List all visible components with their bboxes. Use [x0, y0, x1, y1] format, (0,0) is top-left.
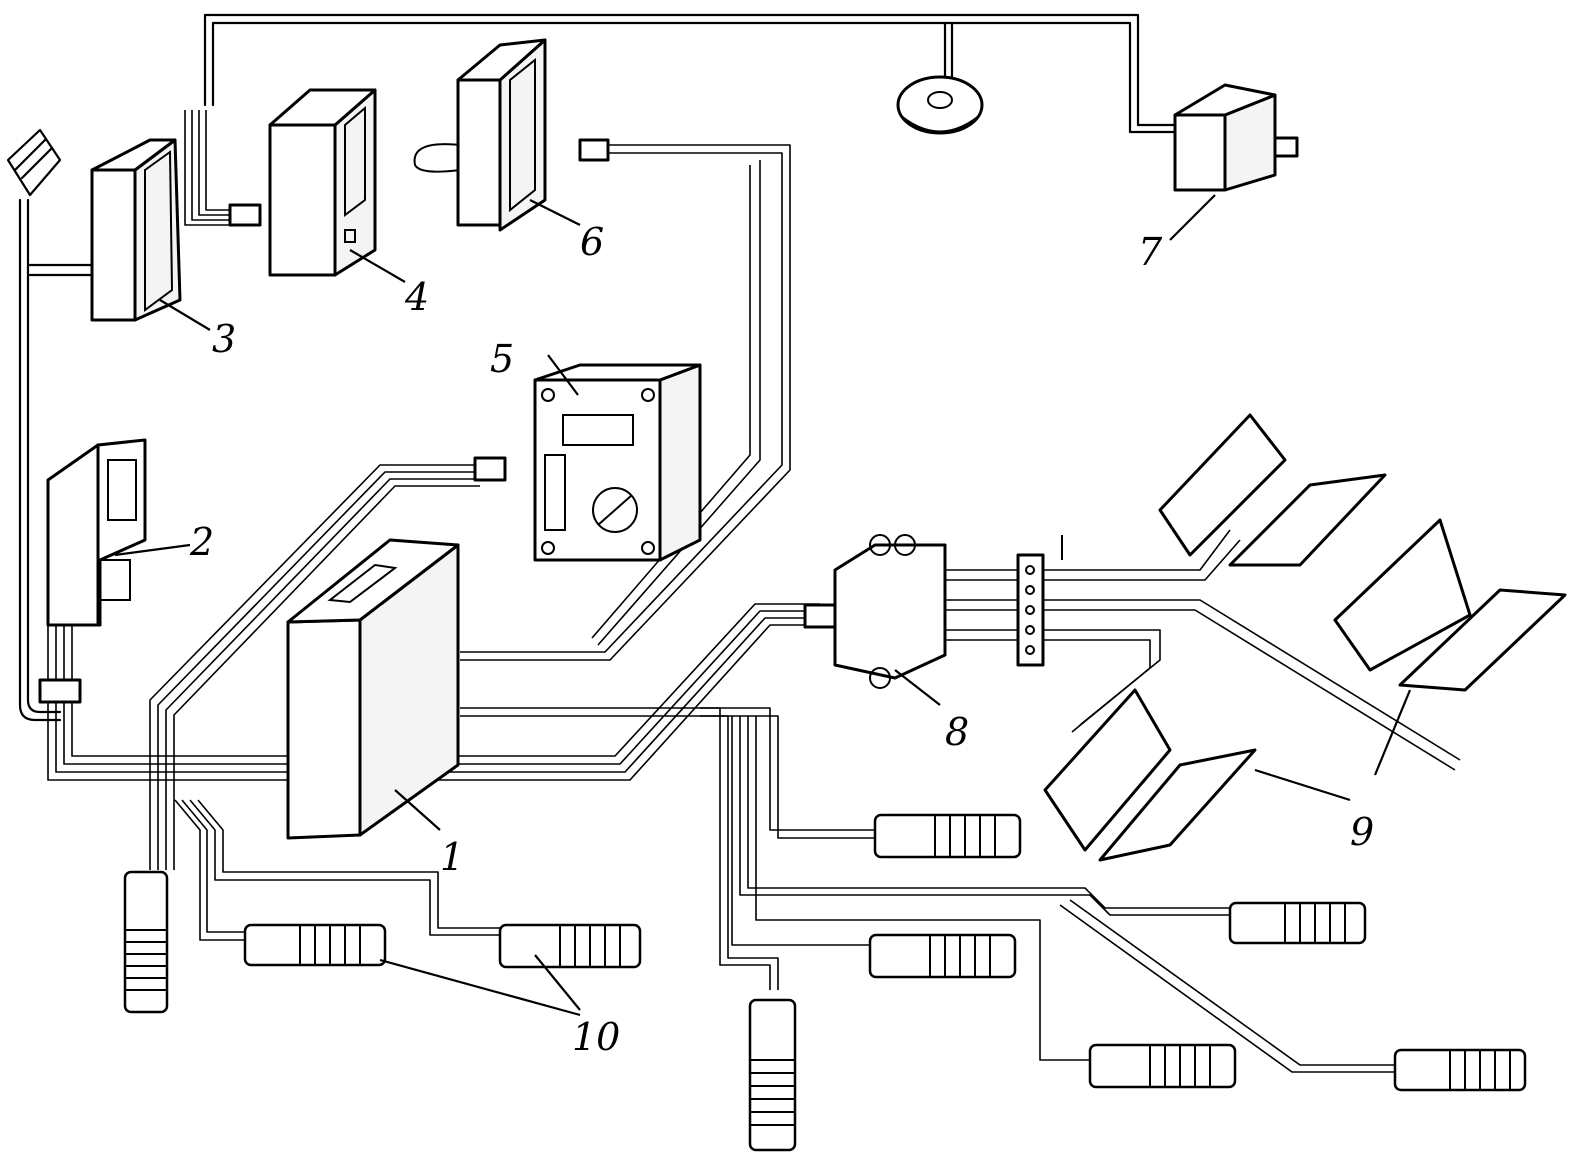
- label-2: 2: [189, 520, 214, 564]
- coil-horizontal-7: [1393, 1048, 1527, 1092]
- label-8: 8: [945, 710, 969, 754]
- coil-vertical-left: [123, 870, 169, 1014]
- unit-8-junction-box: [803, 534, 1063, 689]
- unit-1-main-box: [286, 538, 460, 840]
- label-9: 9: [1350, 810, 1374, 854]
- plate-pair-top: [1158, 413, 1387, 567]
- plate-pair-bottom: [1043, 688, 1257, 862]
- label-3: 3: [212, 317, 236, 361]
- unit-2-box: [38, 438, 147, 704]
- label-10: 10: [572, 1015, 620, 1059]
- label-6: 6: [580, 220, 604, 264]
- label-7: 7: [1138, 230, 1163, 274]
- plate-pair-middle: [1333, 518, 1567, 692]
- unit-7-box: [1173, 83, 1299, 192]
- disk-component: [896, 75, 984, 135]
- top-left-connector: [6, 128, 62, 197]
- label-4: 4: [404, 275, 429, 319]
- unit-3-box: [90, 138, 182, 322]
- coil-horizontal-6: [1088, 1043, 1237, 1089]
- label-5: 5: [490, 337, 514, 381]
- coil-horizontal-5: [1228, 901, 1367, 945]
- coil-vertical-bottom: [748, 998, 797, 1152]
- coil-horizontal-1: [243, 923, 387, 967]
- unit-4-box: [228, 88, 377, 277]
- unit-5-control-panel: [473, 363, 702, 562]
- wire-harness: [18, 13, 1461, 1073]
- unit-6-box: [413, 38, 610, 232]
- coil-horizontal-2: [498, 923, 642, 969]
- coil-horizontal-4: [868, 933, 1017, 979]
- label-1: 1: [440, 835, 464, 879]
- coil-horizontal-3: [873, 813, 1022, 859]
